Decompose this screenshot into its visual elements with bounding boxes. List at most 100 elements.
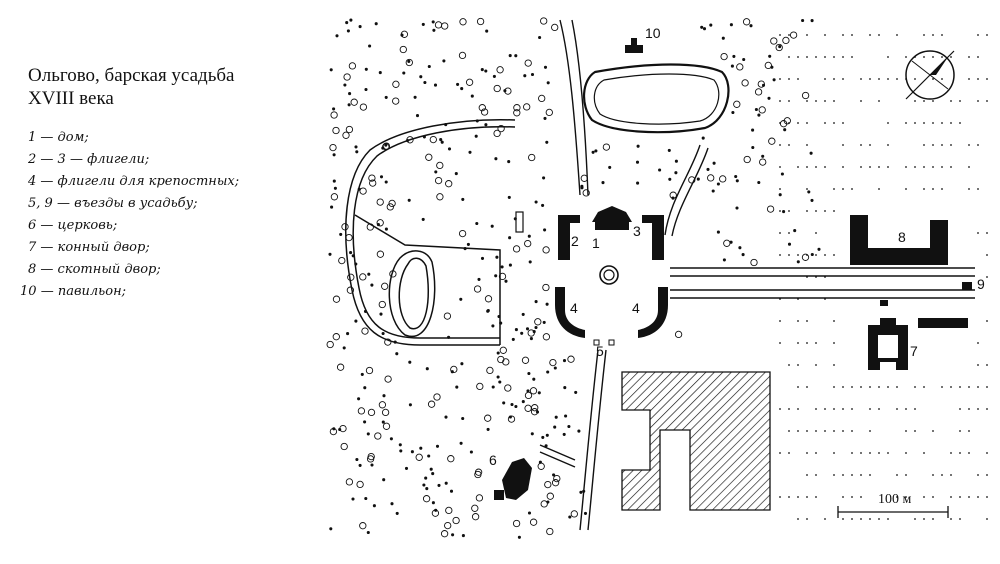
tree-mark bbox=[766, 205, 775, 213]
tree-mark bbox=[376, 219, 384, 227]
north-pond bbox=[583, 63, 730, 134]
tree-mark bbox=[528, 153, 536, 162]
tree-mark bbox=[382, 422, 391, 430]
tree-mark bbox=[543, 228, 547, 232]
tree-mark bbox=[513, 104, 521, 112]
field-dot bbox=[887, 144, 889, 146]
field-dot bbox=[815, 254, 817, 256]
field-dot bbox=[842, 166, 844, 168]
tree-mark bbox=[364, 496, 368, 501]
field-dot bbox=[788, 122, 790, 124]
field-dot bbox=[842, 386, 844, 388]
tree-mark bbox=[402, 71, 406, 75]
field-dot bbox=[833, 474, 835, 476]
field-dot bbox=[968, 496, 970, 498]
tree-mark bbox=[450, 365, 458, 374]
field-dot bbox=[923, 188, 925, 190]
tree-mark bbox=[782, 210, 786, 214]
field-dot bbox=[959, 408, 961, 410]
tree-mark bbox=[433, 83, 438, 87]
tree-mark bbox=[736, 63, 744, 71]
tree-mark bbox=[729, 23, 733, 27]
field-dot bbox=[932, 56, 934, 58]
tree-mark bbox=[567, 424, 571, 429]
tree-mark bbox=[546, 492, 554, 500]
field-dot bbox=[932, 122, 934, 124]
tree-mark bbox=[345, 233, 353, 242]
field-dot bbox=[986, 254, 988, 256]
field-dot bbox=[860, 144, 862, 146]
tree-mark bbox=[408, 403, 412, 407]
tree-mark bbox=[431, 20, 435, 24]
label-5: 5 bbox=[596, 343, 604, 359]
field-dot bbox=[842, 518, 844, 520]
tree-mark bbox=[335, 34, 339, 38]
map-title: Ольгово, барская усадьба XVIII века bbox=[28, 64, 234, 110]
field-dot bbox=[788, 254, 790, 256]
field-dot bbox=[977, 342, 979, 344]
field-dot bbox=[806, 496, 808, 498]
cattle-yard-8 bbox=[850, 215, 972, 290]
tree-mark bbox=[339, 232, 343, 236]
tree-mark bbox=[354, 145, 358, 149]
tree-mark bbox=[332, 107, 336, 111]
tree-mark bbox=[749, 24, 753, 28]
tree-mark bbox=[497, 355, 505, 364]
field-dot bbox=[932, 518, 934, 520]
field-dot bbox=[986, 474, 988, 476]
tree-mark bbox=[530, 72, 535, 77]
field-dot bbox=[914, 166, 916, 168]
tree-mark bbox=[357, 397, 361, 401]
tree-mark bbox=[524, 404, 532, 412]
field-dot bbox=[815, 474, 817, 476]
field-dot bbox=[815, 210, 817, 212]
field-dot bbox=[878, 78, 880, 80]
tree-mark bbox=[493, 84, 501, 93]
tree-mark bbox=[346, 286, 355, 294]
tree-mark bbox=[330, 205, 334, 209]
tree-mark bbox=[374, 432, 382, 440]
tree-mark bbox=[372, 504, 376, 508]
field-dot bbox=[815, 364, 817, 366]
tree-mark bbox=[754, 88, 763, 96]
tree-mark bbox=[355, 150, 359, 154]
tree-mark bbox=[507, 195, 511, 199]
field-dot bbox=[869, 144, 871, 146]
field-dot bbox=[788, 408, 790, 410]
tree-mark bbox=[583, 511, 588, 515]
field-dot bbox=[905, 474, 907, 476]
field-dot bbox=[986, 496, 988, 498]
field-dot bbox=[806, 518, 808, 520]
field-dot bbox=[977, 100, 979, 102]
tree-mark bbox=[492, 74, 496, 78]
tree-mark bbox=[702, 27, 707, 31]
field-dot bbox=[779, 232, 781, 234]
tree-mark bbox=[345, 21, 349, 25]
tree-mark bbox=[427, 454, 431, 458]
field-dot bbox=[914, 408, 916, 410]
field-dot bbox=[878, 408, 880, 410]
field-dot bbox=[806, 56, 808, 58]
tree-mark bbox=[554, 415, 558, 419]
field-dot bbox=[824, 254, 826, 256]
tree-mark bbox=[442, 59, 446, 63]
tree-mark bbox=[458, 229, 467, 238]
field-dot bbox=[905, 496, 907, 498]
tree-mark bbox=[521, 356, 530, 364]
tree-mark bbox=[455, 385, 459, 389]
field-dot bbox=[779, 166, 781, 168]
field-dot bbox=[923, 166, 925, 168]
tree-mark bbox=[468, 150, 472, 154]
field-dot bbox=[779, 188, 781, 190]
tree-mark bbox=[473, 285, 482, 293]
tree-mark bbox=[636, 181, 640, 185]
tree-mark bbox=[759, 158, 767, 166]
tree-mark bbox=[421, 22, 425, 26]
field-dot bbox=[788, 34, 790, 36]
tree-mark bbox=[386, 203, 394, 211]
tree-mark bbox=[470, 94, 474, 98]
church-6 bbox=[494, 458, 532, 500]
tree-mark bbox=[330, 111, 338, 119]
tree-mark bbox=[471, 513, 480, 521]
field-dot bbox=[932, 430, 934, 432]
